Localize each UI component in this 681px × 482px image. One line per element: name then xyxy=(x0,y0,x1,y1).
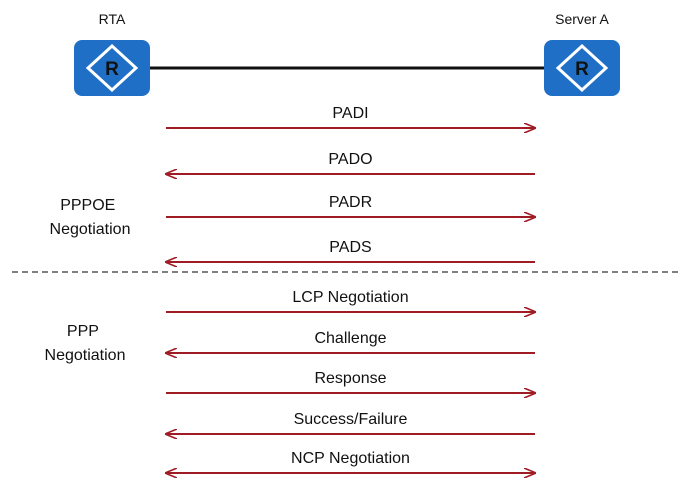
svg-text:R: R xyxy=(575,59,589,80)
message-list: PADI PADO PADR PADS LCP Negotiation Chal… xyxy=(166,105,535,473)
message-ncp-negotiation: NCP Negotiation xyxy=(166,450,535,473)
message-lcp-negotiation: LCP Negotiation xyxy=(166,289,535,312)
message-label-pado: PADO xyxy=(328,151,372,168)
message-padr: PADR xyxy=(166,194,535,217)
message-challenge: Challenge xyxy=(166,330,535,353)
phase-label-ppp: PPP Negotiation xyxy=(45,323,126,364)
message-label-ncp-negotiation: NCP Negotiation xyxy=(291,450,410,467)
phase-label-pppoe: PPPOE Negotiation xyxy=(50,197,131,238)
message-response: Response xyxy=(166,370,535,393)
phase-label-ppp-line-1: PPP xyxy=(67,323,99,340)
phase-label-pppoe-line-1: PPPOE xyxy=(60,197,115,214)
message-label-challenge: Challenge xyxy=(314,330,386,347)
message-label-padr: PADR xyxy=(329,194,372,211)
device-server-a: Server A R xyxy=(544,11,620,96)
device-rta: RTA R xyxy=(74,11,150,96)
device-name-server-a: Server A xyxy=(555,11,609,27)
message-pado: PADO xyxy=(166,151,535,174)
message-label-pads: PADS xyxy=(329,239,371,256)
device-name-rta: RTA xyxy=(99,11,126,27)
message-label-padi: PADI xyxy=(332,105,368,122)
router-icon: R xyxy=(544,40,620,96)
message-success-failure: Success/Failure xyxy=(166,411,535,434)
phase-label-ppp-line-2: Negotiation xyxy=(45,347,126,364)
router-icon: R xyxy=(74,40,150,96)
message-pads: PADS xyxy=(166,239,535,262)
svg-text:R: R xyxy=(105,59,119,80)
phase-label-pppoe-line-2: Negotiation xyxy=(50,221,131,238)
message-label-success-failure: Success/Failure xyxy=(294,411,408,428)
message-label-response: Response xyxy=(314,370,386,387)
message-padi: PADI xyxy=(166,105,535,128)
message-label-lcp-negotiation: LCP Negotiation xyxy=(292,289,408,306)
